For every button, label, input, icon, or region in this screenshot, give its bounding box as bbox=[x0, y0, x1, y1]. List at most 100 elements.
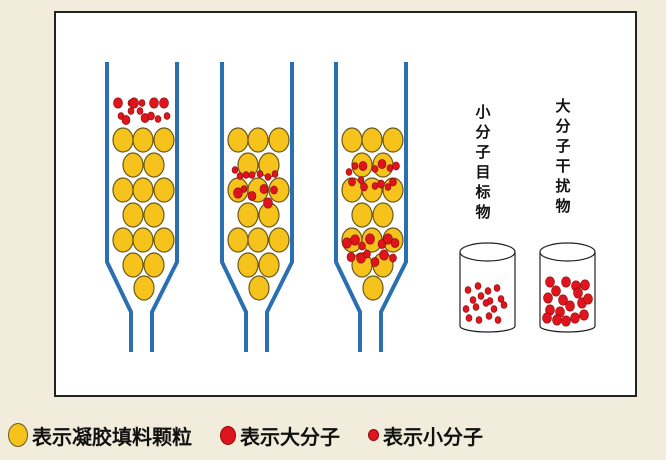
small-molecule bbox=[236, 172, 244, 180]
small-molecule bbox=[386, 164, 394, 172]
small-molecule bbox=[485, 312, 493, 320]
gel-bead bbox=[362, 275, 384, 301]
large-molecule-icon bbox=[220, 425, 236, 445]
gel-bead bbox=[258, 252, 280, 278]
small-molecule bbox=[497, 295, 505, 303]
large-molecule bbox=[561, 276, 571, 288]
gel-bead bbox=[133, 275, 155, 301]
gel-bead bbox=[132, 127, 154, 153]
large-molecule bbox=[543, 292, 553, 304]
small-molecule bbox=[490, 305, 498, 313]
small-molecule bbox=[270, 185, 278, 195]
large-molecule bbox=[551, 285, 561, 297]
gel-bead bbox=[122, 152, 144, 178]
small-molecule bbox=[242, 171, 250, 179]
small-molecule bbox=[464, 286, 472, 294]
small-molecule bbox=[465, 314, 473, 322]
small-molecule bbox=[163, 112, 171, 120]
column-wall-right bbox=[265, 62, 294, 352]
small-molecule bbox=[500, 301, 508, 309]
legend: 表示凝胶填料颗粒 表示大分子 表示小分子 bbox=[8, 418, 511, 452]
large-molecule bbox=[159, 97, 169, 109]
small-molecule bbox=[389, 177, 397, 187]
small-molecule bbox=[121, 115, 131, 125]
small-molecule bbox=[477, 292, 485, 300]
small-molecule bbox=[469, 296, 477, 304]
label-large-interference: 大分子干扰物 bbox=[555, 97, 571, 215]
legend-item-small-molecule: 表示小分子 bbox=[368, 421, 483, 450]
small-molecule bbox=[494, 316, 502, 324]
small-molecule bbox=[231, 166, 239, 174]
small-molecule bbox=[377, 159, 387, 169]
legend-label: 表示小分子 bbox=[383, 424, 483, 449]
gel-bead bbox=[268, 227, 290, 253]
gel-bead bbox=[132, 227, 154, 253]
legend-label: 表示凝胶填料颗粒 bbox=[32, 424, 192, 449]
legend-item-large-molecule: 表示大分子 bbox=[220, 421, 340, 450]
small-molecule bbox=[370, 257, 380, 267]
gel-bead bbox=[143, 252, 165, 278]
large-molecule bbox=[149, 97, 159, 109]
beaker-rim bbox=[539, 242, 596, 262]
small-molecule bbox=[136, 107, 144, 115]
gel-bead bbox=[382, 127, 404, 153]
large-molecule bbox=[580, 279, 590, 291]
small-molecule bbox=[348, 177, 356, 187]
small-molecule bbox=[377, 179, 385, 189]
large-molecule bbox=[365, 233, 375, 245]
large-molecule bbox=[573, 287, 583, 299]
small-molecule bbox=[357, 176, 365, 184]
small-molecule bbox=[371, 182, 379, 190]
small-molecule bbox=[493, 284, 501, 292]
large-molecule bbox=[561, 315, 571, 327]
gel-bead bbox=[122, 252, 144, 278]
small-molecule bbox=[363, 249, 371, 259]
large-molecule bbox=[552, 314, 562, 326]
small-molecule bbox=[358, 241, 366, 251]
column-wall-right bbox=[379, 62, 408, 352]
small-molecule bbox=[154, 115, 162, 123]
large-molecule bbox=[113, 97, 123, 109]
column-wall-right bbox=[150, 62, 179, 352]
gel-bead bbox=[237, 252, 259, 278]
large-molecule bbox=[383, 233, 393, 245]
gel-bead bbox=[372, 202, 394, 228]
small-molecule bbox=[346, 252, 356, 262]
large-molecule bbox=[583, 293, 593, 305]
large-molecule bbox=[565, 300, 575, 312]
small-molecule bbox=[259, 184, 269, 194]
small-molecule bbox=[247, 191, 257, 201]
small-molecule bbox=[475, 316, 483, 324]
legend-item-bead: 表示凝胶填料颗粒 bbox=[8, 421, 192, 450]
gel-bead bbox=[112, 227, 134, 253]
small-molecule bbox=[474, 282, 482, 290]
gel-bead bbox=[132, 177, 154, 203]
gel-bead bbox=[268, 127, 290, 153]
gel-bead bbox=[237, 202, 259, 228]
column-wall-left bbox=[105, 62, 133, 352]
small-molecule bbox=[392, 161, 400, 171]
small-molecule bbox=[360, 182, 368, 192]
gel-bead bbox=[247, 127, 269, 153]
bead-icon bbox=[8, 423, 28, 447]
small-molecule bbox=[389, 253, 397, 263]
large-molecule bbox=[570, 312, 580, 324]
beaker-rim bbox=[459, 242, 516, 262]
gel-bead bbox=[112, 177, 134, 203]
large-molecule bbox=[545, 276, 555, 288]
label-small-target: 小分子目标物 bbox=[475, 103, 491, 221]
small-molecule bbox=[384, 183, 392, 191]
small-molecule bbox=[345, 168, 353, 176]
column-wall-left bbox=[220, 62, 248, 352]
small-molecule bbox=[147, 111, 155, 121]
gel-bead bbox=[351, 202, 373, 228]
small-molecule bbox=[256, 170, 264, 178]
gel-bead bbox=[227, 127, 249, 153]
small-molecule bbox=[371, 165, 379, 173]
small-molecule bbox=[484, 287, 492, 295]
gel-bead bbox=[143, 152, 165, 178]
large-molecule bbox=[263, 197, 273, 209]
large-molecule bbox=[379, 249, 389, 261]
small-molecule bbox=[351, 162, 359, 170]
